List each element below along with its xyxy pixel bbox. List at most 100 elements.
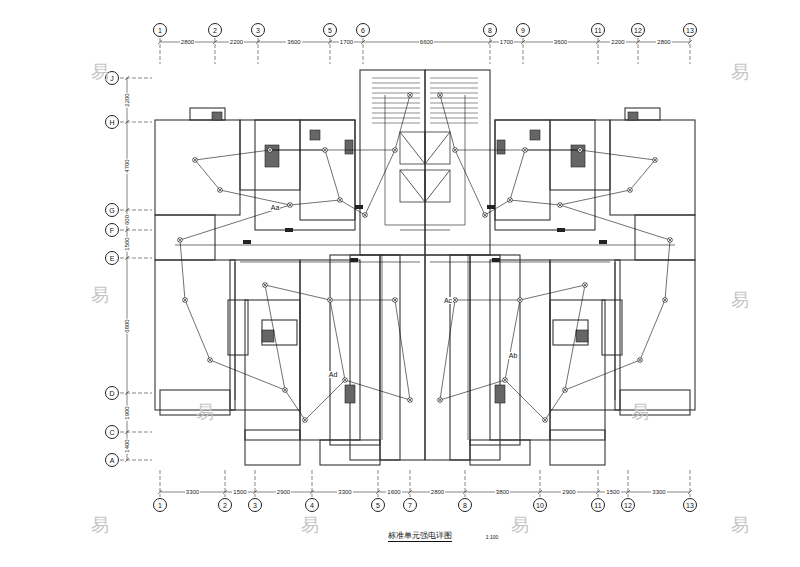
stair-tread: [430, 83, 478, 84]
dimension-text: 1400: [124, 438, 130, 453]
axis-number: 8: [463, 502, 467, 509]
lamp-cross: [628, 188, 631, 191]
stair-tread: [430, 123, 478, 124]
distribution-box: [243, 240, 251, 244]
appliance-symbol: [262, 330, 274, 342]
stair-tread: [372, 118, 420, 119]
appliance-symbol: [345, 385, 355, 403]
lamp-cross: [578, 148, 581, 151]
lamp-symbol: [268, 148, 273, 153]
lamp-symbol: [283, 388, 288, 393]
lamp-symbol: [438, 93, 443, 98]
room-outline: [425, 255, 470, 460]
axis-line: [628, 470, 629, 497]
axis-number: A: [110, 457, 115, 464]
lamp-symbol: [543, 418, 548, 423]
elevator-cross: [425, 170, 450, 202]
lamp-cross: [503, 378, 506, 381]
axis-number: 6: [361, 27, 365, 34]
lamp-symbol: [323, 148, 328, 153]
axis-number: 11: [594, 27, 601, 34]
dimension-text: 600: [124, 214, 130, 226]
dimension-text: 3600: [553, 39, 568, 45]
dimension-tick: [125, 391, 129, 395]
lamp-cross: [543, 418, 546, 421]
dimension-tick: [125, 120, 129, 124]
dimension-text: 6600: [419, 39, 434, 45]
wire-trunk: [425, 245, 675, 246]
wire: [195, 150, 270, 160]
room-outline: [262, 320, 297, 345]
stair-tread: [430, 103, 478, 104]
distribution-box: [557, 228, 565, 232]
axis-line: [120, 432, 152, 433]
axis-number: J: [110, 75, 114, 82]
dimension-text: 2800: [180, 39, 195, 45]
dimension-tick: [688, 40, 692, 44]
stair-symbol: [430, 78, 478, 123]
lamp-cross: [408, 398, 411, 401]
dimension-text: 2200: [124, 92, 130, 107]
axis-bubble: 12: [621, 498, 635, 512]
room-outline: [320, 440, 380, 465]
walls: [155, 70, 425, 465]
distribution-boxes: [487, 205, 607, 262]
room-outline: [350, 255, 400, 460]
room-outline: [228, 300, 248, 355]
dimension-tick: [125, 256, 129, 260]
unit-label: Ab: [508, 352, 519, 359]
lamp-cross: [183, 298, 186, 301]
appliances: [495, 112, 638, 403]
axis-bubble: 10: [533, 498, 547, 512]
appliance-symbol: [495, 385, 505, 403]
stair-symbol: [372, 78, 420, 123]
lamp-symbol: [263, 283, 268, 288]
wire: [455, 150, 485, 215]
elevator-shaft: [400, 132, 425, 164]
dimension-tick: [328, 40, 332, 44]
appliance-symbol: [571, 145, 585, 167]
lamp-cross: [668, 238, 671, 241]
lamp-cross: [518, 298, 521, 301]
axis-number: 1: [158, 27, 162, 34]
axis-bubble: 11: [591, 498, 605, 512]
wire: [305, 380, 345, 420]
appliances: [212, 112, 355, 403]
appliance-symbol: [576, 330, 588, 342]
lamp-cross: [393, 298, 396, 301]
wire: [565, 285, 585, 390]
room-outline: [255, 120, 355, 230]
wire: [440, 95, 455, 150]
distribution-box: [285, 228, 293, 232]
room-outline: [550, 300, 605, 440]
lamp-cross: [263, 283, 266, 286]
dimension-text: 1500: [605, 489, 620, 495]
lamp-cross: [408, 93, 411, 96]
lamp-cross: [638, 358, 641, 361]
axis-line: [120, 393, 152, 394]
axis-bubble: 5: [323, 23, 337, 37]
lamp-symbol: [343, 378, 348, 383]
stair-tread: [372, 123, 420, 124]
room-outline: [155, 120, 240, 215]
axis-number: 2: [223, 502, 227, 509]
room-outline: [160, 390, 230, 415]
lamp-symbol: [288, 203, 293, 208]
lamp-symbol: [638, 358, 643, 363]
room-outline: [425, 70, 490, 255]
plan-left: [155, 70, 425, 465]
room-outline: [190, 108, 225, 120]
axis-number: 12: [624, 502, 632, 509]
wire: [510, 200, 560, 205]
dimension-text: 4700: [124, 158, 130, 173]
stair-tread: [372, 113, 420, 114]
unit-label: Ac: [443, 297, 453, 304]
room-outline: [155, 215, 215, 260]
room-outline: [495, 120, 595, 230]
lamp-symbol: [558, 203, 563, 208]
stair-tread: [372, 83, 420, 84]
stair-tread: [372, 108, 420, 109]
lamp-cross: [338, 198, 341, 201]
axis-bubble: 3: [248, 498, 262, 512]
